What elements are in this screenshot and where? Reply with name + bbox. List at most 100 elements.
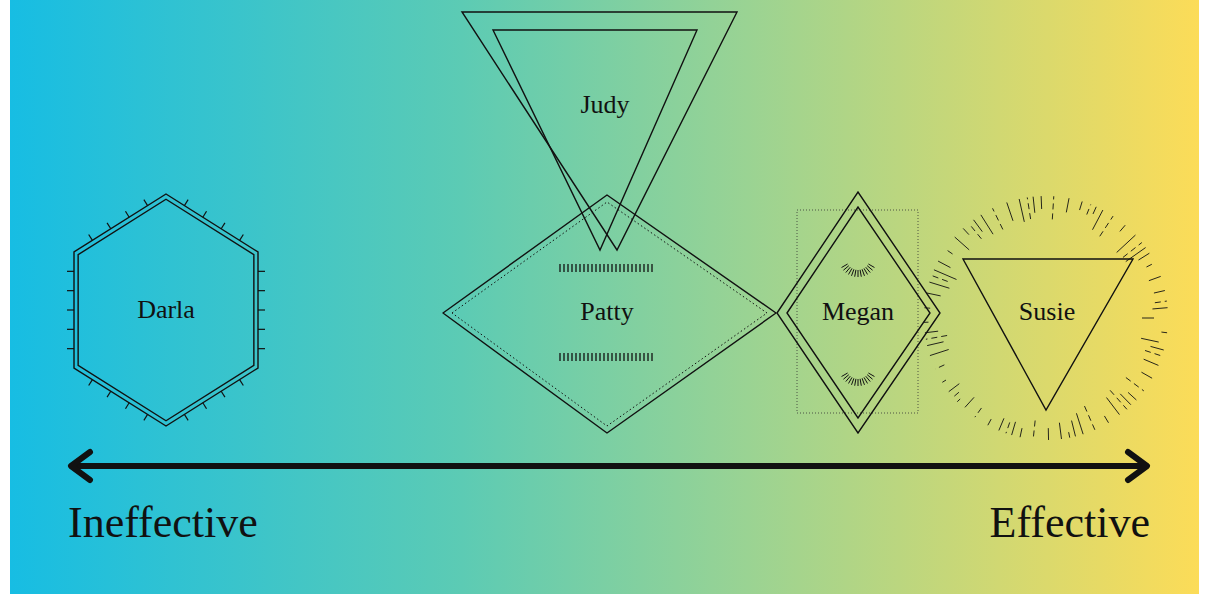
scale-label: Effective bbox=[990, 499, 1150, 547]
tick-mark bbox=[599, 264, 600, 272]
hexagon-node: Darla bbox=[60, 185, 272, 435]
shape-outline bbox=[74, 194, 258, 426]
scale-label: Ineffective bbox=[68, 499, 258, 547]
ray-line bbox=[1076, 413, 1083, 434]
ray-line bbox=[1161, 332, 1167, 334]
tick-mark bbox=[651, 353, 652, 361]
tick-mark bbox=[144, 200, 148, 206]
tick-mark bbox=[563, 353, 564, 361]
tick-mark bbox=[107, 223, 111, 229]
tick-mark bbox=[611, 353, 612, 361]
diamond-node: Patty bbox=[440, 190, 782, 438]
ray-line bbox=[1093, 207, 1096, 214]
scale-arrow bbox=[71, 452, 1147, 480]
tick-mark bbox=[575, 264, 576, 272]
node-label: Darla bbox=[137, 296, 195, 325]
tick-mark bbox=[643, 353, 644, 361]
tick-mark bbox=[603, 264, 604, 272]
tick-mark bbox=[258, 271, 265, 272]
fan-mark bbox=[860, 379, 861, 386]
fan-mark bbox=[849, 268, 853, 274]
node-outline bbox=[455, 0, 745, 260]
ray-line bbox=[1120, 394, 1131, 405]
ray-line bbox=[1087, 204, 1091, 214]
tick-mark bbox=[559, 353, 560, 361]
ray-line bbox=[957, 399, 960, 402]
tick-mark bbox=[579, 353, 580, 361]
fan-mark bbox=[862, 378, 864, 385]
tick-mark bbox=[258, 290, 265, 291]
tick-mark bbox=[583, 264, 584, 272]
tick-mark bbox=[599, 353, 600, 361]
tick-mark bbox=[67, 348, 74, 349]
fan-mark bbox=[862, 269, 864, 276]
shape-outline bbox=[443, 195, 776, 433]
ray-line bbox=[949, 384, 960, 392]
ray-line bbox=[1154, 291, 1165, 294]
ray-line bbox=[938, 261, 950, 268]
ray-line bbox=[955, 237, 969, 250]
ray-line bbox=[925, 331, 938, 333]
tick-mark bbox=[639, 264, 640, 272]
tick-mark bbox=[583, 353, 584, 361]
tick-mark bbox=[571, 353, 572, 361]
ray-line bbox=[942, 380, 946, 382]
tick-mark bbox=[635, 353, 636, 361]
ray-line bbox=[932, 276, 948, 282]
tick-mark bbox=[635, 264, 636, 272]
tick-mark bbox=[258, 309, 265, 310]
ray-line bbox=[975, 408, 982, 417]
ray-line bbox=[1084, 406, 1094, 430]
triangle-node: Judy bbox=[455, 0, 745, 260]
ray-line bbox=[1006, 422, 1010, 433]
tick-mark bbox=[587, 353, 588, 361]
fan-mark bbox=[852, 269, 854, 276]
ray-line bbox=[1033, 421, 1035, 440]
fan-mark bbox=[858, 379, 859, 386]
tick-mark bbox=[563, 264, 564, 272]
tick-mark bbox=[567, 264, 568, 272]
tick-mark bbox=[603, 353, 604, 361]
tick-mark bbox=[587, 264, 588, 272]
ray-line bbox=[930, 349, 949, 355]
tick-mark bbox=[631, 264, 632, 272]
ray-line bbox=[1126, 378, 1144, 391]
ray-line bbox=[1033, 197, 1035, 213]
fan-mark bbox=[860, 270, 861, 277]
ray-line bbox=[1041, 196, 1043, 209]
ray-line bbox=[1123, 243, 1142, 258]
ray-line bbox=[934, 270, 957, 280]
tick-mark bbox=[647, 264, 648, 272]
tick-mark bbox=[240, 234, 244, 240]
shape-outline bbox=[78, 199, 254, 421]
tick-mark bbox=[619, 353, 620, 361]
ray-line bbox=[945, 249, 952, 254]
fan-mark bbox=[868, 264, 874, 268]
tick-mark bbox=[240, 380, 244, 386]
ray-line bbox=[1072, 421, 1076, 437]
tick-mark bbox=[125, 211, 129, 217]
ray-line bbox=[1048, 428, 1049, 440]
ray-line bbox=[1141, 338, 1159, 342]
shape-outline bbox=[462, 12, 737, 250]
tick-mark bbox=[651, 264, 652, 272]
ray-line bbox=[924, 307, 930, 308]
tick-mark bbox=[627, 353, 628, 361]
tick-mark bbox=[184, 200, 188, 206]
ray-line bbox=[1104, 416, 1108, 423]
dotted-frame bbox=[797, 210, 918, 413]
ray-line bbox=[993, 208, 1003, 229]
tick-mark bbox=[607, 353, 608, 361]
tick-mark bbox=[575, 353, 576, 361]
tick-mark bbox=[623, 264, 624, 272]
tick-mark bbox=[67, 271, 74, 272]
ray-line bbox=[1155, 301, 1167, 303]
diamond-node: Megan bbox=[770, 185, 950, 440]
ray-line bbox=[926, 335, 947, 339]
tick-mark bbox=[639, 353, 640, 361]
tick-mark bbox=[579, 264, 580, 272]
tick-mark bbox=[125, 403, 129, 409]
ray-line bbox=[1052, 196, 1053, 219]
ray-line bbox=[1019, 199, 1024, 222]
ray-line bbox=[1138, 253, 1149, 260]
